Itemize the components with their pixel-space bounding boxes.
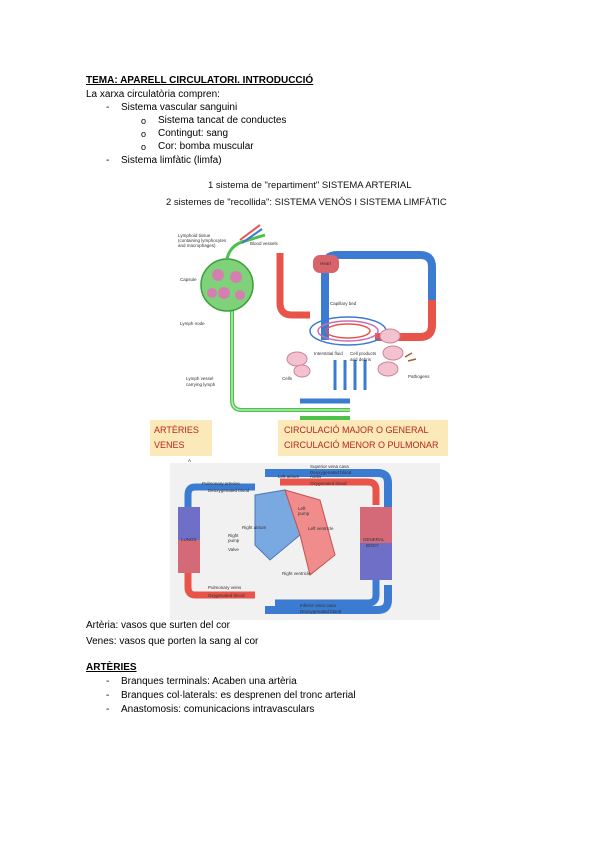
general-body-label-2: BODY <box>366 543 379 548</box>
heart-shape <box>313 255 339 273</box>
legend-minor-circulation: CIRCULACIÓ MENOR O PULMONAR <box>284 440 439 450</box>
legend-arteries: ARTÈRIES <box>154 425 199 435</box>
sub-list-item: Cor: bomba muscular <box>158 141 254 152</box>
lymph-vessel-label-2: carrying lymph <box>186 382 216 387</box>
lymphoid-label: Lymphoid tissue <box>178 233 211 238</box>
circle-bullet: o <box>141 116 147 126</box>
cell-products-label: Cell products <box>350 351 377 356</box>
circulatory-diagram: 1 sistema de "repartiment" SISTEMA ARTER… <box>150 180 448 620</box>
left-atrium-label: Left atrium <box>278 474 300 479</box>
pulmonary-veins-label: Pulmonary veins <box>208 585 242 590</box>
cells-label: Cells <box>282 376 293 381</box>
right-pump-label-2: pump <box>228 538 240 543</box>
dash-bullet: - <box>106 676 110 687</box>
lymph-node-label: Lymph node <box>180 321 205 326</box>
lymphoid-label-3: and macrophages) <box>178 243 216 248</box>
dash-bullet: - <box>106 102 110 113</box>
right-ventricle-label: Right ventricle <box>282 571 311 576</box>
right-pump-label: Right <box>228 533 239 538</box>
legend: ARTÈRIES VENES CIRCULACIÓ MAJOR O GENERA… <box>150 420 448 456</box>
aorta-label: Aorta <box>310 474 321 479</box>
list-item: Branques terminals: Acaben una artèria <box>121 676 297 687</box>
legend-major-circulation: CIRCULACIÓ MAJOR O GENERAL <box>284 425 429 435</box>
deoxygenated-top-label: Deoxygenated blood <box>310 470 352 475</box>
dash-bullet: - <box>106 704 110 715</box>
intro-text: La xarxa circulatòria compren: <box>86 89 220 100</box>
heart-label: Heart <box>320 261 332 266</box>
lymphatic-illustration: Heart Capillary bed Interstitial fluid C… <box>178 224 436 420</box>
capsule-label: Capsule <box>180 277 197 282</box>
left-pump-label-2: pump <box>298 511 310 516</box>
dash-bullet: - <box>106 155 110 166</box>
deoxygenated-bottom-label: Deoxygenated blood <box>300 609 342 614</box>
deoxygenated-left-label: Deoxygenated blood <box>208 488 250 493</box>
sub-list-item: Sistema tancat de conductes <box>158 115 287 126</box>
legend-veins: VENES <box>154 440 185 450</box>
oxygenated-bottom-label: Oxygenated blood <box>208 593 245 598</box>
valve-label: Valve <box>228 547 239 552</box>
lungs-label: LUNGS <box>181 537 197 542</box>
sub-list-item: Contingut: sang <box>158 128 229 139</box>
lymphoid-label-2: (containing lymphocytes <box>178 238 227 243</box>
circulatory-figure: 1 sistema de "repartiment" SISTEMA ARTER… <box>150 175 450 620</box>
list-item: Sistema limfàtic (limfa) <box>121 155 222 166</box>
oxygenated-right-label: Oxygenated blood <box>310 481 347 486</box>
circle-bullet: o <box>141 129 147 139</box>
left-pump-label: Left <box>298 506 306 511</box>
list-item: Anastomosis: comunicacions intravascular… <box>121 704 315 715</box>
inferior-vena-cava-label: Inferior vena cava <box>300 603 336 608</box>
lymph-node-shape <box>200 258 254 312</box>
figure-line-1: 1 sistema de "repartiment" SISTEMA ARTER… <box>208 180 412 191</box>
figure-line-2: 2 sistemes de "recollida": SISTEMA VENÓS… <box>166 197 447 208</box>
pathogens-label: Pathogens <box>408 374 430 379</box>
blood-vessels-label: Blood vessels <box>250 241 279 246</box>
superior-vena-cava-label: Superior vena cava <box>310 464 349 469</box>
section-title: ARTÈRIES <box>86 662 137 673</box>
definition-veins: Venes: vasos que porten la sang al cor <box>86 636 259 647</box>
right-atrium-label: Right atrium <box>242 525 267 530</box>
general-body-label: GENERAL <box>363 537 385 542</box>
interstitial-label: Interstitial fluid <box>314 351 343 356</box>
list-item: Branques col·laterals: es desprenen del … <box>121 690 356 701</box>
pulmonary-arteries-label: Pulmonary arteries <box>202 481 241 486</box>
circle-bullet: o <box>141 142 147 152</box>
list-item: Sistema vascular sanguini <box>121 102 238 113</box>
dash-bullet: - <box>106 690 110 701</box>
lymph-vessel-label: Lymph vessel <box>186 376 213 381</box>
capillary-bed-label: Capillary bed <box>330 301 357 306</box>
left-ventricle-label: Left ventricle <box>308 526 334 531</box>
circulation-illustration: LUNGS GENERAL BODY Right atrium Right pu… <box>170 463 440 620</box>
page-title: TEMA: APARELL CIRCULATORI. INTRODUCCIÓ <box>86 75 314 86</box>
definition-arteries: Artèria: vasos que surten del cor <box>86 620 230 631</box>
cell-products-label-2: and debris <box>350 357 372 362</box>
panel-label: A <box>188 458 191 463</box>
